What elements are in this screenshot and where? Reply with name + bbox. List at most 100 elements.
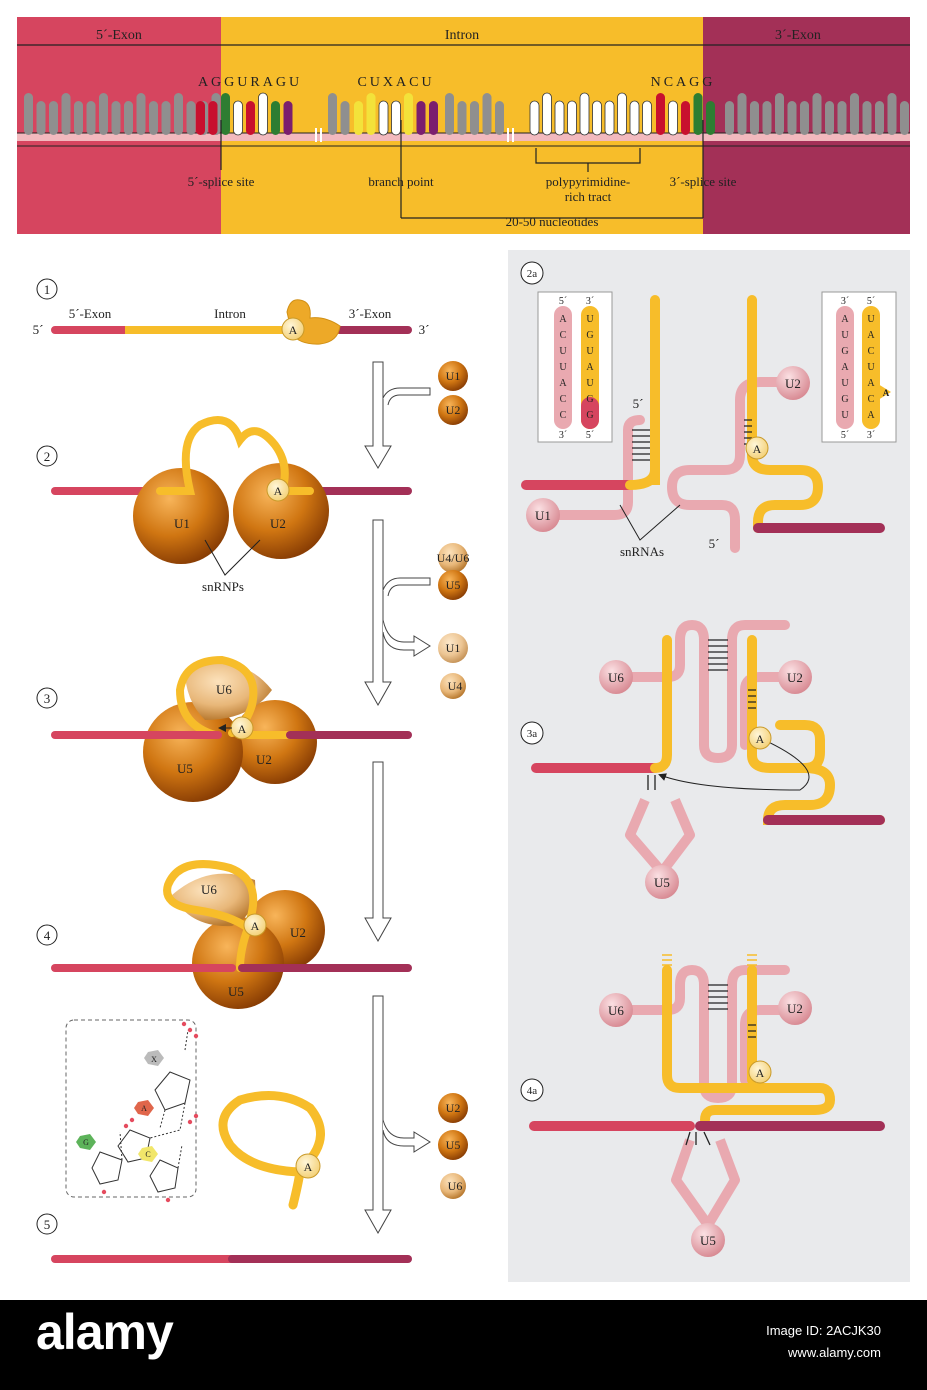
pairing-box-u2 <box>821 291 897 443</box>
step-2-circle <box>36 445 58 467</box>
nucleotide-bar <box>445 93 454 135</box>
p4a-hash-ends <box>662 954 757 966</box>
p2a-u2-ball <box>776 366 810 400</box>
pairing-letter: U <box>586 314 594 325</box>
nucleotide-bar <box>221 93 230 135</box>
side-u2-label: U2 <box>446 403 461 417</box>
panel-3a-number: 3a <box>527 728 538 740</box>
step3-u5-label: U5 <box>177 761 193 776</box>
step3-branch-a-label: A <box>238 722 247 736</box>
flow-arrow-2 <box>364 519 392 707</box>
step3-intron-loop <box>175 655 258 739</box>
pairing-letter: A <box>841 314 849 325</box>
chem-base-c-label: C <box>145 1150 150 1159</box>
nucleotide-bar <box>706 101 715 135</box>
p4a-u6-snrna <box>620 964 790 1104</box>
p4a-u5-label: U5 <box>700 1233 716 1248</box>
side-u5-label: U5 <box>446 578 461 592</box>
lariat-chemistry: X A G C <box>76 1021 199 1203</box>
side-released-u4-label: U4 <box>448 679 463 693</box>
p2a-snrnas-label: snRNAs <box>620 544 664 559</box>
nucleotide-bar <box>36 101 46 135</box>
p4a-u2-ball <box>778 991 812 1025</box>
p4a-basepair-ticks <box>685 984 756 1146</box>
nucleotide-bar <box>900 101 909 135</box>
chem-phosphates <box>101 1021 199 1203</box>
nucleotide-bar <box>825 101 834 135</box>
nucleotide-bar <box>74 101 83 135</box>
nucleotide-bar <box>629 100 640 136</box>
side-u1-ball <box>438 361 468 391</box>
nucleotide-bar <box>693 93 703 135</box>
p4a-branch-a <box>748 1060 772 1084</box>
exon3-heading: 3´-Exon <box>775 28 821 43</box>
step2-intron-loop <box>156 416 314 495</box>
nucleotide-bar <box>762 101 772 135</box>
panel-3a-circle <box>520 721 544 745</box>
nucleotide-bar <box>24 93 33 135</box>
side-snrnps-1: U1 U2 <box>438 361 468 425</box>
step-5-circle <box>36 1213 58 1235</box>
chem-links <box>119 1029 189 1169</box>
lariat-chemistry-box <box>65 1019 197 1198</box>
phosphate <box>187 1119 193 1125</box>
step-3-circle <box>36 687 58 709</box>
side-u1-label: U1 <box>446 369 461 383</box>
label-ppt-line2: rich tract <box>565 189 612 204</box>
side-released-u1-label: U1 <box>446 641 461 655</box>
bracket-ppt <box>535 148 641 172</box>
pairing-letter: G <box>586 394 593 405</box>
nucleotide-bar <box>416 101 426 135</box>
nucleotide-bar <box>246 101 255 135</box>
nucleotide-bar <box>542 92 552 136</box>
label-ppt-line1: polypyrimidine- <box>546 174 631 189</box>
label-distance: 20-50 nucleotides <box>506 214 599 229</box>
p2a-branch-a-label: A <box>753 442 762 456</box>
side4-u6-label: U6 <box>448 1179 463 1193</box>
nucleotide-bar <box>681 101 690 135</box>
pairing-letter: U <box>867 314 875 325</box>
side-released-u4-ball <box>440 673 466 699</box>
step4-u6-label: U6 <box>201 882 217 897</box>
nucleotide-bar <box>161 101 171 135</box>
nucleotide-bar <box>429 101 438 135</box>
pairing-letter: A <box>867 410 875 421</box>
gene-structure-banner: 5´-Exon Intron 3´-Exon AGGURAGU CUXACU N… <box>17 17 910 234</box>
step4-branch-a-label: A <box>251 919 260 933</box>
nucleotide-bar <box>149 101 158 135</box>
box1-top-right: 3´ <box>586 296 594 307</box>
nucleotide-bar <box>136 93 146 135</box>
step1-branch-a <box>281 317 305 341</box>
step3-u2-label: U2 <box>256 752 272 767</box>
step1-intron-label: Intron <box>214 306 246 321</box>
nucleotide-bar <box>283 101 293 135</box>
nucleotide-bar <box>737 93 747 135</box>
pairing-box-u1-exon-tip <box>581 397 599 429</box>
pairing-box-u2-bulge <box>878 384 891 400</box>
watermark-url: www.alamy.com <box>788 1345 881 1360</box>
p3a-u2-label: U2 <box>787 670 803 685</box>
panel-4a-circle <box>520 1078 544 1102</box>
nucleotide-bar <box>233 100 243 136</box>
p2a-hash-ends <box>650 299 757 309</box>
pairing-letter: U <box>841 378 849 389</box>
p3a-attack-arrow <box>658 737 810 791</box>
p4a-u2-label: U2 <box>787 1001 803 1016</box>
panel-4a-number: 4a <box>527 1085 538 1097</box>
p3a-u6-snrna <box>620 619 790 764</box>
nucleotide-bar <box>366 93 376 135</box>
p4a-branch-a-label: A <box>756 1066 765 1080</box>
pairing-letter: U <box>841 330 849 341</box>
phosphate <box>193 1113 199 1119</box>
panel-2a-circle <box>520 261 544 285</box>
step4-u5-label: U5 <box>228 984 244 999</box>
nucleotide-bar <box>495 101 504 135</box>
phosphate <box>123 1123 129 1129</box>
nucleotide-bar <box>800 101 809 135</box>
nucleotide-bar <box>328 93 337 135</box>
pairing-letter: C <box>560 394 567 405</box>
sequence-break-mark <box>315 128 322 142</box>
nucleotide-bar <box>196 101 205 135</box>
p2a-u2-snrna <box>666 377 790 553</box>
